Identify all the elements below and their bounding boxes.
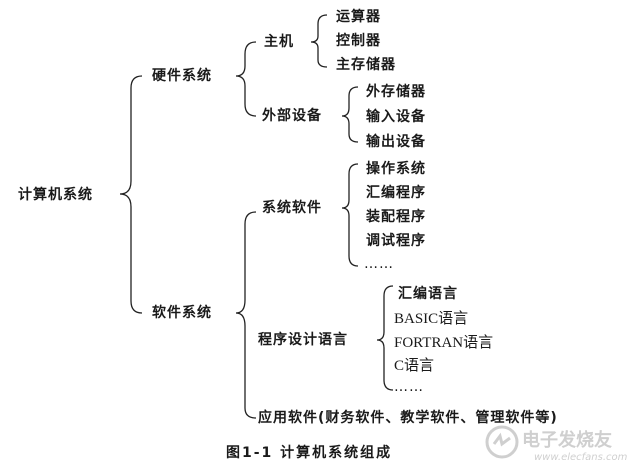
host-bracket [310,14,328,68]
languages-item-4: …… [394,379,424,395]
languages-item-1: BASIC语言 [394,311,469,327]
host-item-2: 主存储器 [336,57,396,73]
system-software-item-3: 调试程序 [366,233,426,249]
system-software-item-0: 操作系统 [366,161,426,177]
watermark-text: 电子发烧友 [522,430,612,451]
watermark-logo-icon [485,425,519,459]
languages-label: 程序设计语言 [258,332,348,348]
host-item-1: 控制器 [336,33,381,49]
languages-item-2: FORTRAN语言 [394,335,494,351]
languages-item-0: 汇编语言 [398,286,458,302]
system-software-item-2: 装配程序 [366,209,426,225]
root-bracket [119,75,143,314]
peripherals-item-2: 输出设备 [366,134,426,150]
figure-caption: 图1-1 计算机系统组成 [226,445,393,461]
languages-item-3: C语言 [394,358,435,374]
watermark: 电子发烧友 www.elecfans.com [482,420,627,470]
languages-bracket [376,285,394,391]
system-software-item-1: 汇编程序 [366,185,426,201]
hardware-bracket [235,41,257,117]
peripherals-label: 外部设备 [262,108,322,124]
peripherals-item-0: 外存储器 [366,84,426,100]
system-software-bracket [341,163,359,267]
application-software-label: 应用软件(财务软件、教学软件、管理软件等) [258,410,558,426]
hardware-label: 硬件系统 [152,68,212,84]
system-software-item-4: …… [364,256,394,272]
root-label: 计算机系统 [18,187,93,203]
software-bracket [235,211,257,419]
software-label: 软件系统 [152,305,212,321]
system-software-label: 系统软件 [262,200,322,216]
peripherals-bracket [341,86,359,143]
peripherals-item-1: 输入设备 [366,109,426,125]
watermark-url: www.elecfans.com [534,452,628,463]
host-item-0: 运算器 [336,9,381,25]
host-label: 主机 [264,34,294,50]
